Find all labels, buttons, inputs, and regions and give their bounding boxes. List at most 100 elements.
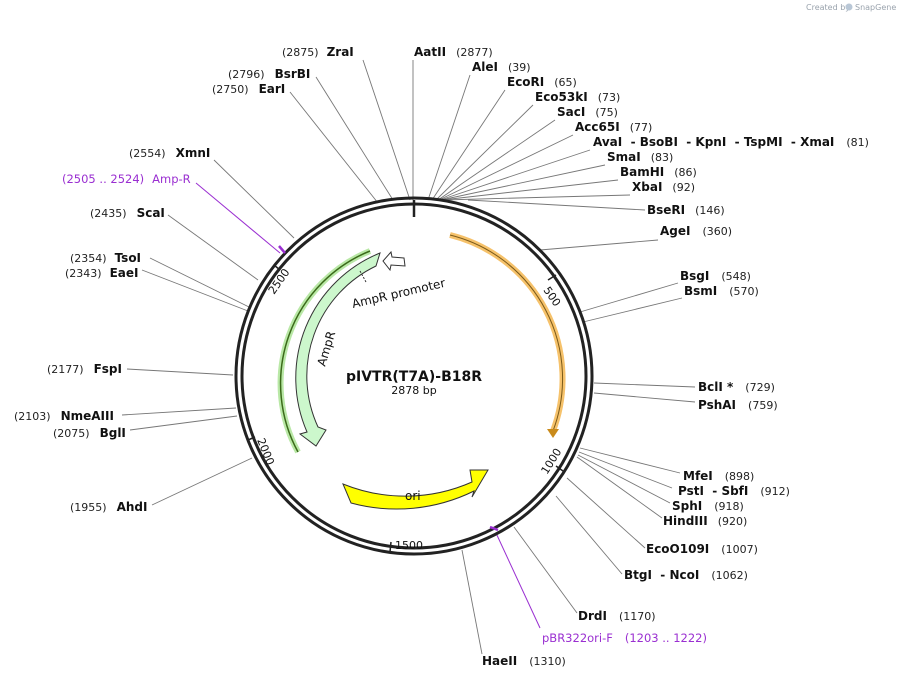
site-pos-xbai: (92): [672, 181, 695, 194]
leader-fspi: [126, 368, 234, 376]
site-name-saci: SacI: [557, 105, 585, 119]
site-name-hindiii: HindIII: [663, 514, 708, 528]
site-label-agei: AgeI(360): [660, 224, 732, 238]
site-name-bseri: BseRI: [647, 203, 685, 217]
site-pos-zrai: (2875): [282, 46, 319, 59]
leader-ecori: [431, 89, 506, 201]
site-pos-pshai: (759): [748, 399, 778, 412]
site-pos-bseri: (146): [695, 204, 725, 217]
site-label-bsgi: BsgI(548): [680, 269, 751, 283]
credit-text: Created by: [806, 3, 850, 12]
site-name-eari: EarI: [259, 82, 286, 96]
primer-name-amp-r: Amp-R: [152, 172, 191, 186]
site-name-mfei: MfeI: [683, 469, 713, 483]
site-name-bamhi: BamHI: [620, 165, 664, 179]
site-label-xmni: (2554)XmnI: [129, 146, 210, 160]
site-pos-bamhi: (86): [674, 166, 697, 179]
site-label-drdi: DrdI (1170): [578, 609, 656, 623]
site-name-xbai: XbaI: [632, 180, 662, 194]
leader-mfei: [579, 447, 681, 474]
primer-leader-amp-r: [195, 182, 281, 254]
site-name-btgi-ncoi: BtgI - NcoI: [624, 568, 699, 582]
site-name-sphi: SphI: [672, 499, 702, 513]
site-pos-drdi: (1170): [619, 610, 656, 623]
site-pos-tsoi: (2354): [70, 252, 107, 265]
site-label-bsrbi: (2796) BsrBI: [228, 67, 310, 81]
leader-bseri: [467, 199, 646, 211]
plasmid-name: pIVTR(T7A)-B18R: [346, 369, 482, 385]
site-label-avai-group: AvaI - BsoBI - KpnI - TspMI - XmaI(81): [593, 135, 869, 149]
credit-brand: SnapGene: [855, 3, 896, 12]
backbone-outer-strand: [234, 196, 594, 556]
leader-hindiii: [576, 456, 663, 519]
site-name-eaei: EaeI: [110, 266, 139, 280]
feature-ampr: [295, 252, 381, 447]
site-pos-saci: (75): [595, 106, 618, 119]
site-label-saci: SacI (75): [557, 105, 618, 119]
leader-xbai: [442, 194, 631, 201]
site-pos-ecoo109i: (1007): [721, 543, 758, 556]
site-pos-bgli: (2075): [53, 427, 90, 440]
leader-psti: [578, 451, 673, 489]
primer-label-pbr322ori-f: pBR322ori-F (1203 .. 1222): [542, 631, 707, 645]
tick-label-1500: 1500: [395, 539, 423, 552]
site-label-fspi: (2177) FspI: [47, 362, 122, 376]
site-pos-eco53ki: (73): [598, 91, 621, 104]
leader-xmni: [213, 159, 295, 239]
site-name-bsrbi: BsrBI: [275, 67, 311, 81]
site-pos-eari: (2750): [212, 83, 249, 96]
primer-name-pbr322ori-f: pBR322ori-F: [542, 631, 613, 645]
site-label-nmeaiii: (2103)NmeAIII: [14, 409, 114, 423]
site-name-haeii: HaeII: [482, 654, 517, 668]
site-pos-haeii: (1310): [529, 655, 566, 668]
leader-ecoo109i: [566, 477, 646, 549]
site-pos-fspi: (2177): [47, 363, 84, 376]
leader-scai: [167, 214, 259, 281]
leader-btgi: [555, 495, 623, 575]
site-labels: (2875)ZraI AatII(2877) AleI(39) EcoRI(65…: [14, 45, 869, 668]
site-name-avai-group: AvaI - BsoBI - KpnI - TspMI - XmaI: [593, 135, 834, 149]
site-name-acc65i: Acc65I: [575, 120, 620, 134]
site-name-scai: ScaI: [137, 206, 165, 220]
leader-bsgi: [579, 282, 679, 313]
site-label-sphi: SphI(918): [672, 499, 744, 513]
leader-haeii: [461, 549, 483, 655]
site-name-fspi: FspI: [94, 362, 122, 376]
site-label-ecori: EcoRI(65): [507, 75, 577, 89]
site-name-bcli: BclI *: [698, 380, 734, 394]
site-label-bsmi: BsmI(570): [684, 284, 759, 298]
leader-drdi: [513, 526, 578, 614]
site-label-alei: AleI(39): [472, 60, 531, 74]
site-pos-scai: (2435): [90, 207, 127, 220]
leader-eaei: [141, 269, 249, 312]
site-label-bseri: BseRI (146): [647, 203, 725, 217]
primer-leader-pbr322ori-f: [495, 532, 541, 629]
leader-eari: [289, 91, 379, 204]
site-pos-bcli: (729): [745, 381, 775, 394]
site-pos-acc65i: (77): [630, 121, 653, 134]
leader-pshai: [593, 392, 696, 403]
leader-alei: [427, 74, 471, 201]
site-label-haeii: HaeII (1310): [482, 654, 566, 668]
site-label-tsoi: (2354) TsoI: [70, 251, 141, 265]
site-name-drdi: DrdI: [578, 609, 607, 623]
site-label-eaei: (2343) EaeI: [65, 266, 138, 280]
snapgene-credit: Created by SnapGene: [806, 3, 896, 12]
feature-ampr-promoter: [382, 250, 406, 272]
site-name-xmni: XmnI: [176, 146, 211, 160]
site-pos-bsrbi: (2796): [228, 68, 265, 81]
leader-sphi: [577, 454, 671, 504]
site-label-bamhi: BamHI (86): [620, 165, 697, 179]
primer-mark-pbr322ori-f: [489, 525, 499, 532]
primer-pos-pbr322ori-f: (1203 .. 1222): [625, 631, 707, 645]
site-name-pshai: PshAI: [698, 398, 736, 412]
site-name-tsoi: TsoI: [115, 251, 141, 265]
leader-acc65i: [438, 134, 574, 201]
site-pos-bsgi: (548): [721, 270, 751, 283]
site-label-mfei: MfeI(898): [683, 469, 754, 483]
site-pos-btgi-ncoi: (1062): [711, 569, 748, 582]
site-name-ecoo109i: EcoO109I: [646, 542, 709, 556]
label-ori: ori: [405, 489, 421, 503]
label-ampr: AmpR: [314, 329, 338, 367]
site-pos-eaei: (2343): [65, 267, 102, 280]
